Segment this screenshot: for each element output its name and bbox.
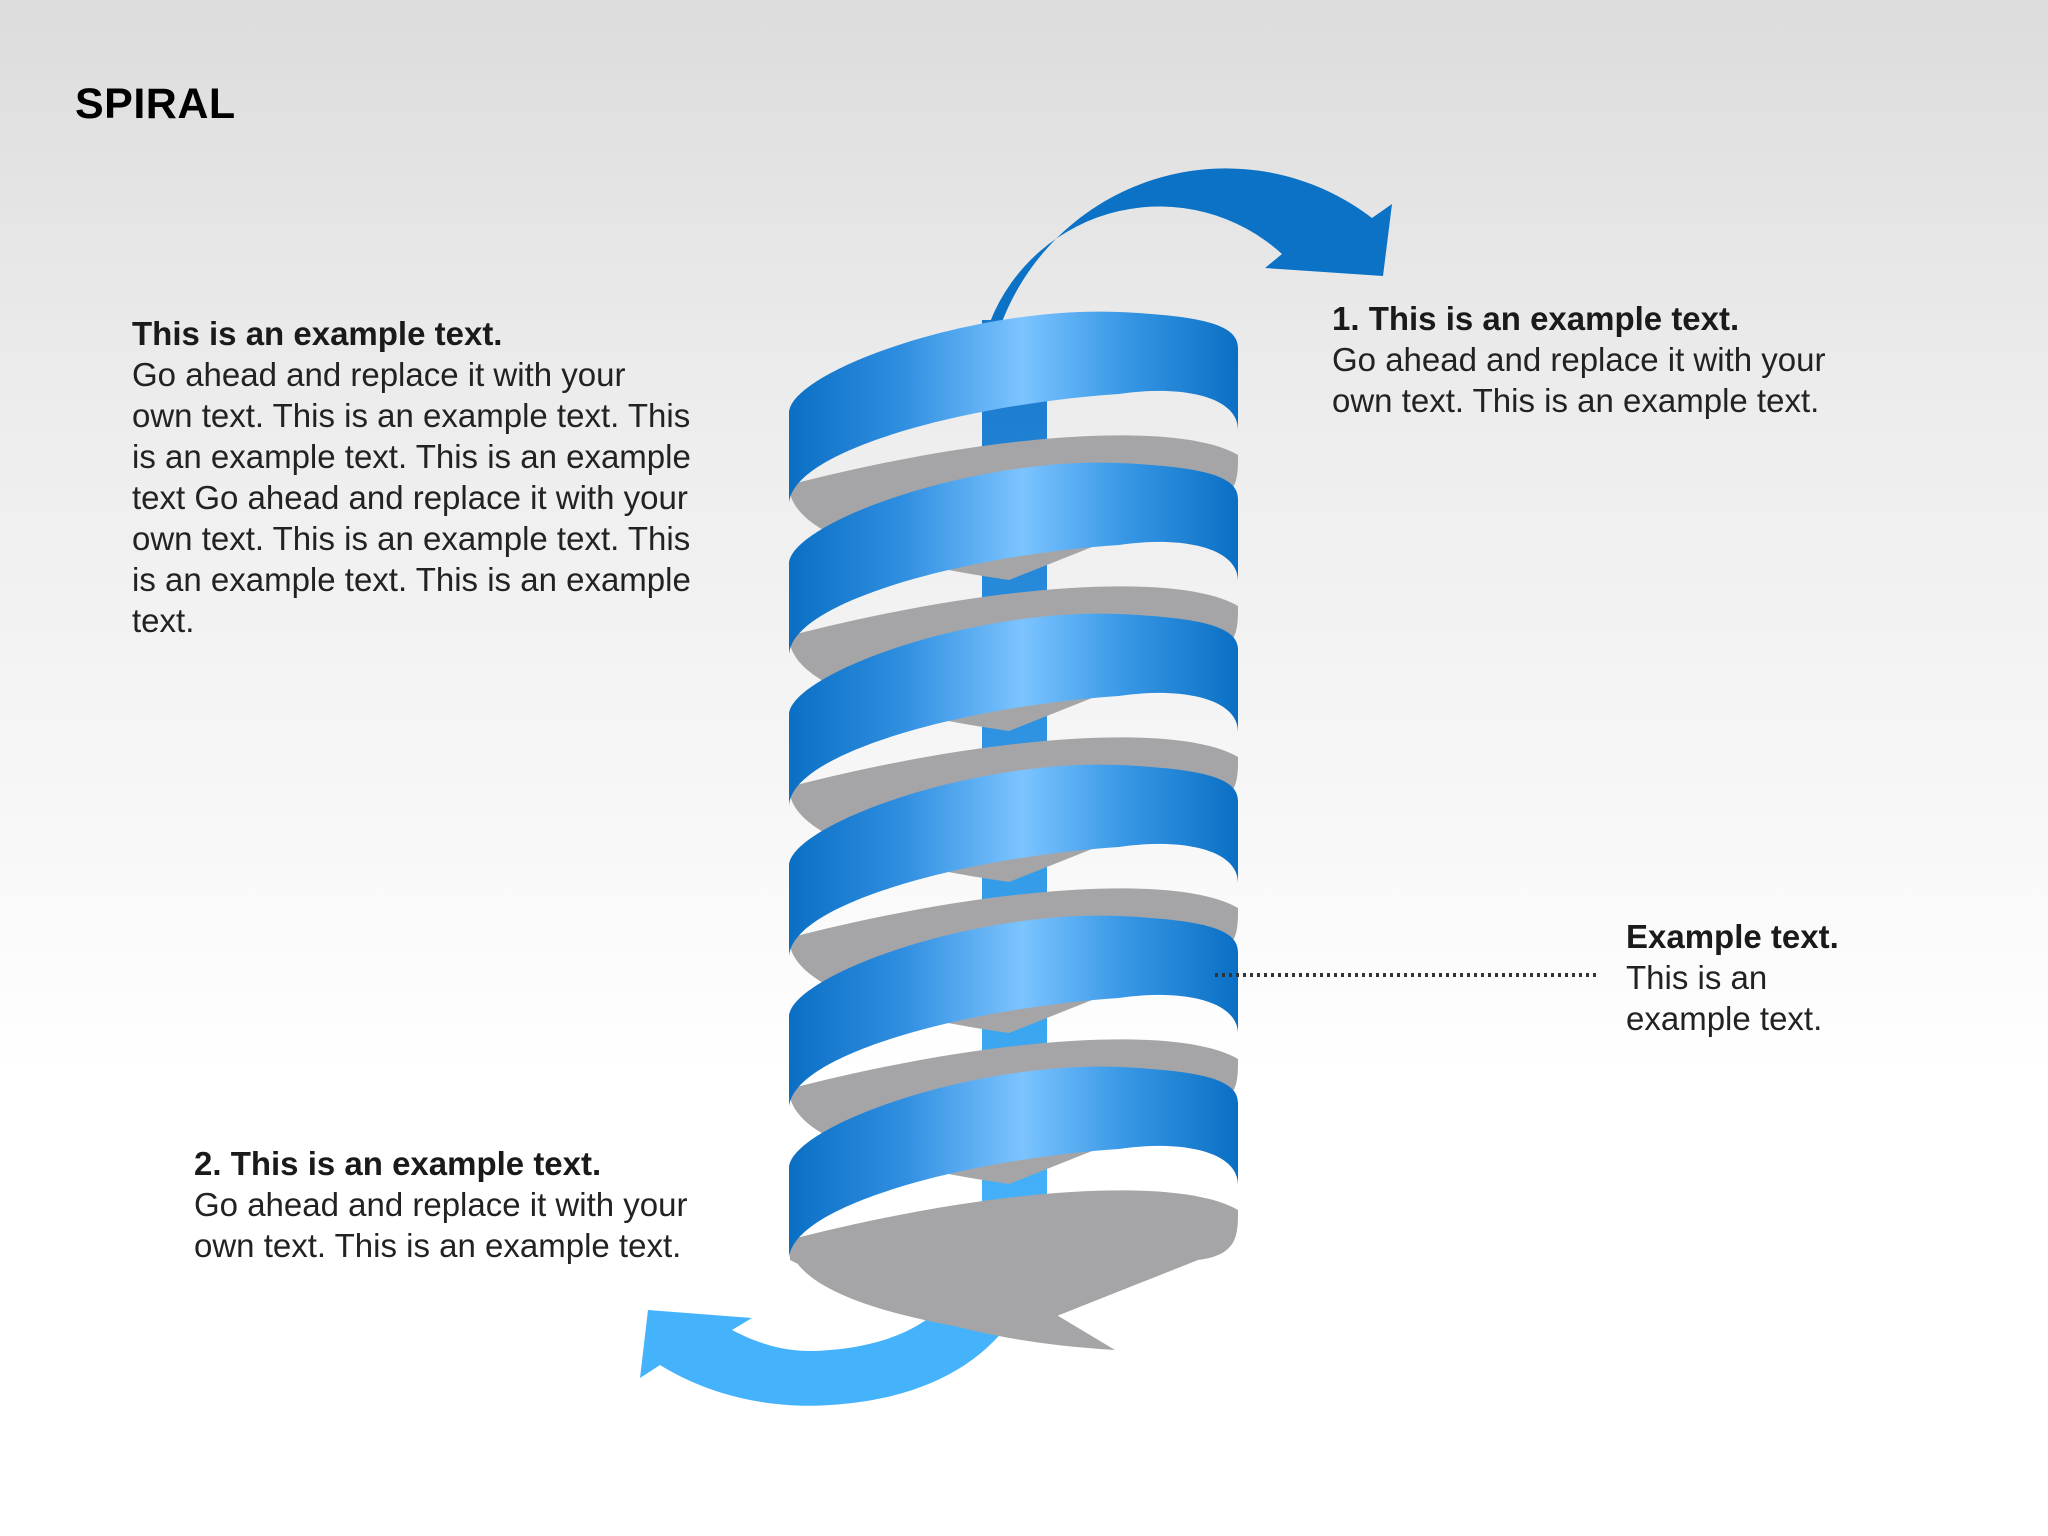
top-arrow xyxy=(990,168,1392,322)
spiral-coils xyxy=(789,311,1238,1335)
bottom-arrow xyxy=(640,1200,1047,1406)
text-block-side-heading: Example text. xyxy=(1626,918,1839,955)
text-block-bottom: 2. This is an example text. Go ahead and… xyxy=(194,1143,734,1266)
coil-band xyxy=(789,764,1238,958)
text-block-bottom-body: Go ahead and replace it with your own te… xyxy=(194,1186,688,1264)
text-block-left-body: Go ahead and replace it with your own te… xyxy=(132,356,691,639)
coil-band xyxy=(789,1066,1238,1260)
text-block-right-heading: 1. This is an example text. xyxy=(1332,300,1740,337)
coil-band xyxy=(789,915,1238,1109)
text-block-bottom-heading: 2. This is an example text. xyxy=(194,1145,602,1182)
text-block-right: 1. This is an example text. Go ahead and… xyxy=(1332,298,1892,421)
text-block-left-heading: This is an example text. xyxy=(132,315,503,352)
text-block-side: Example text. This is an example text. xyxy=(1626,916,1896,1039)
coil-band xyxy=(789,311,1238,505)
text-block-left: This is an example text. Go ahead and re… xyxy=(132,313,692,641)
coil-band xyxy=(789,462,1238,656)
coil-shadow xyxy=(789,1190,1238,1335)
text-block-side-body: This is an example text. xyxy=(1626,959,1823,1037)
text-block-right-body: Go ahead and replace it with your own te… xyxy=(1332,341,1826,419)
coil-band xyxy=(789,613,1238,807)
page-title: SPIRAL xyxy=(75,80,236,128)
